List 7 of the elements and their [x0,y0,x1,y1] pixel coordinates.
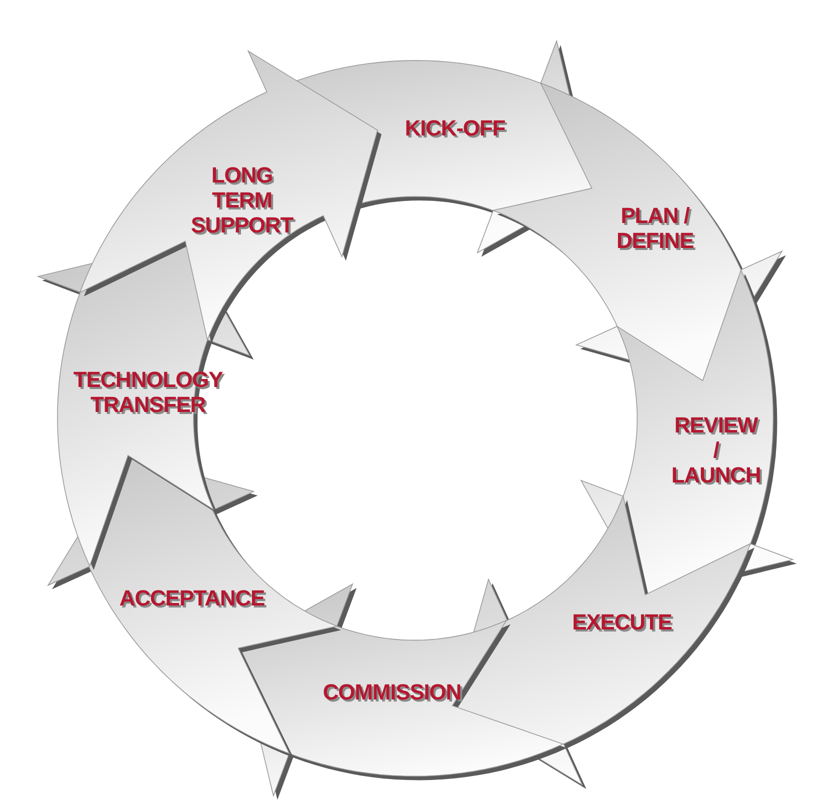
segment-label: ACCEPTANCE [118,585,266,610]
segment-label: EXECUTE [571,609,673,634]
segment-label: LONG TERM SUPPORT [190,162,294,238]
segment-label: PLAN / DEFINE [615,202,695,253]
segment-label: KICK-OFF [404,115,506,140]
segment-label: REVIEW / LAUNCH [670,412,762,488]
segment-label: COMMISSION [322,679,462,704]
